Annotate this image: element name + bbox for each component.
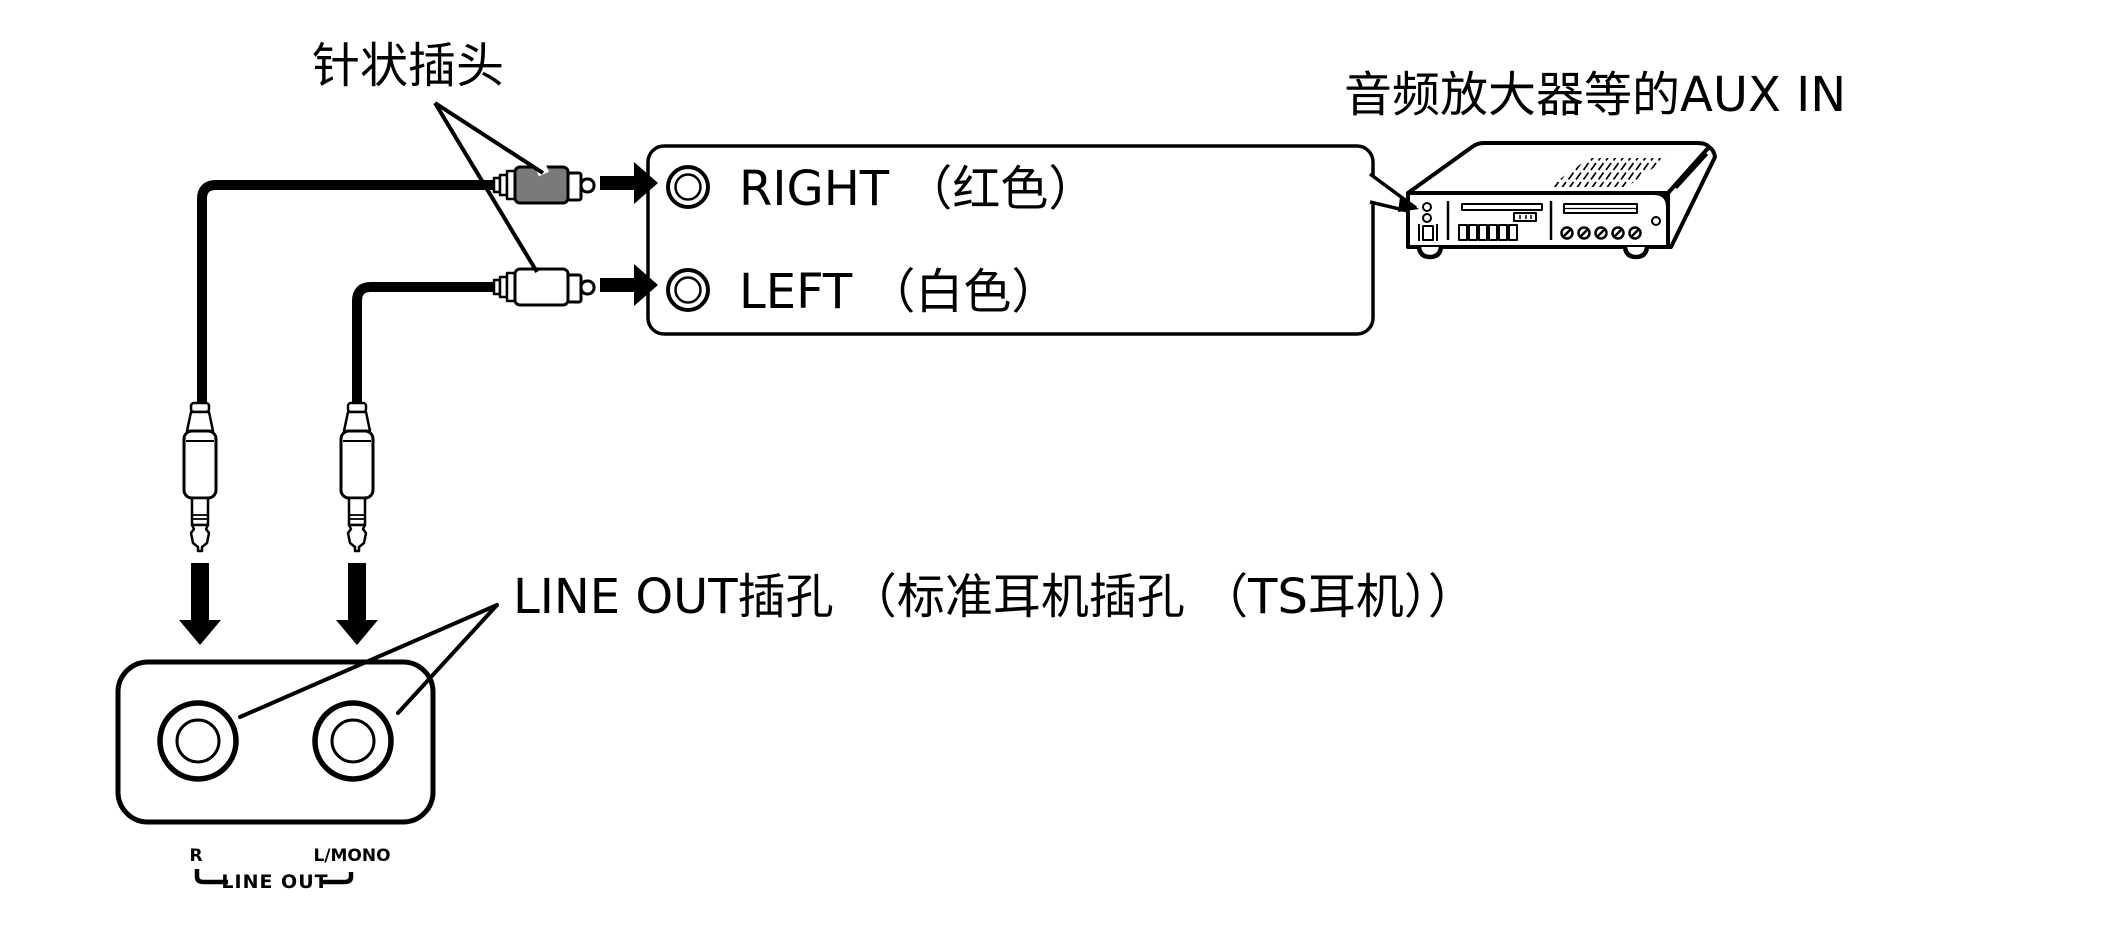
amp-foot: [1416, 246, 1444, 260]
amp-aux-jack-icon: [1422, 213, 1432, 223]
left-jack-label: LEFT （白色）: [739, 264, 1059, 320]
amp-phones-jack-icon: [1651, 216, 1661, 226]
rca-right-pin: [579, 177, 596, 194]
line-out-jack-l-inner: [330, 718, 376, 764]
pin-plug-label: 针状插头: [312, 38, 504, 94]
bracket-left: [194, 869, 228, 885]
jack-r-label: R: [189, 846, 202, 866]
rca-plug-left: [492, 267, 596, 307]
line-out-group-label: LINE OUT: [221, 871, 328, 893]
amp-knob-mark: [1630, 228, 1640, 238]
amp-cassette-slot: [1461, 203, 1543, 211]
cable-right: [197, 180, 500, 404]
jack-row-left: LEFT （白色）: [666, 264, 1059, 320]
cable-left: [352, 282, 500, 404]
amp-display: [1513, 212, 1537, 222]
arrow-down-right-icon: [179, 563, 221, 645]
line-out-jacks-label: LINE OUT插孔 （标准耳机插孔 （TS耳机））: [513, 569, 1476, 625]
amp-side-line: [1674, 152, 1709, 190]
callout-tail-arrowhead-icon: [1398, 197, 1419, 212]
amp-knob-mark: [1579, 228, 1589, 238]
rca-left-pin: [579, 279, 596, 296]
amp-foot: [1622, 246, 1650, 260]
pin-plug-pointer-line-left: [433, 101, 539, 274]
amp-power-switch: [1422, 225, 1434, 241]
jack-row-right: RIGHT （红色）: [666, 161, 1096, 217]
arrow-left-icon: [600, 264, 658, 306]
left-jack-icon-inner: [674, 276, 702, 304]
ts-right-neck: [189, 401, 211, 414]
ts-right-shaft: [190, 496, 210, 527]
amp-button: [1488, 224, 1498, 241]
pin-plug-pointer-line-right: [433, 101, 545, 175]
ts-plug-left: [339, 401, 375, 553]
rca-left-collar: [566, 273, 583, 304]
jack-callout-box: [646, 144, 1375, 336]
amp-knob-mark: [1596, 228, 1606, 238]
amp-button-row: [1458, 224, 1518, 241]
ts-left-tip: [346, 523, 368, 553]
rca-plug-right: [492, 165, 596, 205]
line-out-pointer-line-r: [238, 603, 499, 719]
bracket-right: [322, 872, 354, 885]
ts-left-shaft: [347, 496, 367, 527]
amp-knob-mark: [1613, 228, 1623, 238]
amp-button: [1498, 224, 1508, 241]
jack-l-mono-label: L/MONO: [313, 846, 390, 866]
amp-vent-grille: [1549, 158, 1667, 187]
amplifier: [1406, 141, 1717, 260]
rca-right-collar: [566, 171, 583, 202]
line-out-pointer-line-l: [396, 603, 499, 715]
amp-button: [1508, 224, 1518, 241]
amp-knob-row: [1560, 226, 1642, 240]
right-jack-icon-inner: [674, 173, 702, 201]
line-out-jack-r-inner: [175, 718, 221, 764]
rca-left-body: [513, 267, 570, 307]
right-jack-label: RIGHT （红色）: [739, 161, 1096, 217]
ts-right-flare: [185, 410, 215, 433]
amp-button: [1468, 224, 1478, 241]
amp-knob-mark: [1562, 228, 1572, 238]
ts-right-tip: [189, 523, 211, 553]
ts-plug-right: [182, 401, 218, 553]
ts-left-flare: [342, 410, 372, 433]
aux-in-label: 音频放大器等的AUX IN: [1344, 67, 1846, 123]
arrow-down-left-icon: [336, 563, 378, 645]
line-out-panel: R L/MONO LINE OUT: [115, 659, 436, 893]
amp-button: [1458, 224, 1468, 241]
amp-button: [1478, 224, 1488, 241]
amp-aux-jack-icon: [1422, 202, 1432, 212]
arrow-right-icon: [600, 162, 658, 204]
ts-left-neck: [346, 401, 368, 414]
